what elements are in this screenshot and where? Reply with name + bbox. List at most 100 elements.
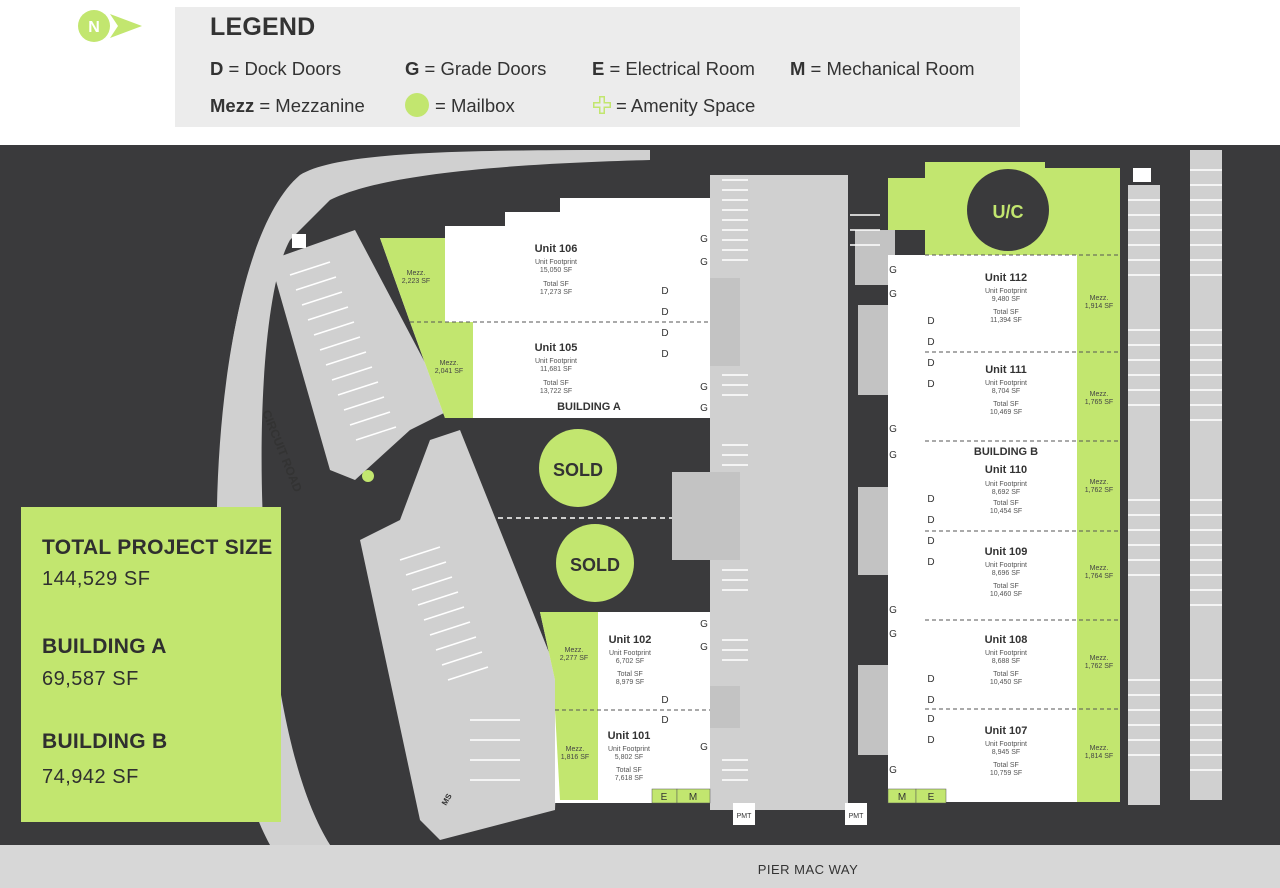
mailbox-icon: [362, 470, 374, 482]
svg-text:G: G: [700, 403, 708, 414]
svg-text:Total SF: Total SF: [993, 309, 1019, 316]
svg-text:1,816 SF: 1,816 SF: [561, 754, 589, 761]
svg-text:G: G: [700, 257, 708, 268]
svg-text:Unit Footprint: Unit Footprint: [985, 481, 1027, 488]
mechanical-room-b: M: [898, 792, 906, 803]
svg-text:10,454 SF: 10,454 SF: [990, 508, 1022, 515]
legend-mechanical-room: M = Mechanical Room: [790, 58, 975, 79]
building-a-size-label: BUILDING A: [42, 635, 167, 658]
sold-badge-2: [556, 524, 634, 602]
svg-text:G: G: [700, 234, 708, 245]
svg-text:D: D: [927, 735, 934, 746]
svg-text:Total SF: Total SF: [543, 380, 569, 387]
north-arrow-icon: N: [78, 10, 142, 42]
pier-mac-way-label: PIER MAC WAY: [758, 862, 859, 877]
svg-text:G: G: [700, 382, 708, 393]
svg-text:G: G: [700, 742, 708, 753]
svg-text:Unit Footprint: Unit Footprint: [609, 650, 651, 657]
svg-text:G: G: [700, 619, 708, 630]
east-parking-row: [1190, 150, 1222, 800]
svg-text:1,762 SF: 1,762 SF: [1085, 663, 1113, 670]
svg-text:D: D: [927, 358, 934, 369]
svg-text:D: D: [927, 379, 934, 390]
electrical-room-a: E: [661, 792, 668, 803]
svg-text:D: D: [927, 557, 934, 568]
svg-text:D: D: [661, 328, 668, 339]
unit-102-mezzanine: [540, 612, 598, 710]
sold-label-2: SOLD: [570, 555, 620, 575]
svg-text:Total SF: Total SF: [993, 500, 1019, 507]
svg-text:11,681 SF: 11,681 SF: [540, 366, 572, 373]
svg-text:1,765 SF: 1,765 SF: [1085, 399, 1113, 406]
svg-text:11,394 SF: 11,394 SF: [990, 317, 1022, 324]
legend-mezzanine: Mezz = Mezzanine: [210, 95, 365, 116]
mechanical-room-a: M: [689, 792, 697, 803]
svg-text:G: G: [889, 450, 897, 461]
pmt-label-a: PMT: [737, 813, 753, 820]
svg-text:Total SF: Total SF: [993, 762, 1019, 769]
svg-text:D: D: [927, 536, 934, 547]
svg-text:10,469 SF: 10,469 SF: [990, 409, 1022, 416]
building-b-mezzanines: [1077, 255, 1120, 802]
svg-text:Unit Footprint: Unit Footprint: [535, 259, 577, 266]
svg-text:Mezz.: Mezz.: [1090, 655, 1109, 662]
svg-text:2,041 SF: 2,041 SF: [435, 368, 463, 375]
svg-text:D: D: [661, 286, 668, 297]
svg-text:1,762 SF: 1,762 SF: [1085, 487, 1113, 494]
legend-amenity-space: = Amenity Space: [592, 95, 755, 117]
svg-text:D: D: [661, 695, 668, 706]
pier-mac-way-road: [0, 845, 1280, 888]
unit-101-name: Unit 101: [608, 730, 651, 742]
svg-text:Unit 110: Unit 110: [985, 464, 1027, 476]
unit-105-footprint: [410, 322, 710, 418]
svg-text:Unit Footprint: Unit Footprint: [985, 562, 1027, 569]
svg-text:Mezz.: Mezz.: [1090, 745, 1109, 752]
svg-text:Total SF: Total SF: [617, 671, 643, 678]
svg-text:Unit 107: Unit 107: [985, 725, 1028, 737]
parking-stalls-right: [1128, 169, 1222, 771]
svg-text:D: D: [927, 674, 934, 685]
svg-text:Mezz.: Mezz.: [565, 647, 584, 654]
svg-text:Mezz.: Mezz.: [1090, 565, 1109, 572]
svg-text:1,814 SF: 1,814 SF: [1085, 753, 1113, 760]
building-b-units: Unit 112 Unit Footprint 9,480 SF Total S…: [985, 272, 1114, 777]
svg-text:G: G: [889, 765, 897, 776]
svg-text:G: G: [889, 289, 897, 300]
svg-text:Total SF: Total SF: [993, 401, 1019, 408]
unit-101-mezzanine: [555, 710, 598, 800]
parking-lot-south: [360, 430, 560, 840]
building-b-doors: G G D D D D G G D D D D G G D D D D G: [889, 265, 935, 776]
building-b-label: BUILDING B: [974, 446, 1038, 458]
svg-text:D: D: [927, 515, 934, 526]
svg-text:10,460 SF: 10,460 SF: [990, 591, 1022, 598]
svg-text:D: D: [661, 715, 668, 726]
pmt-label-b: PMT: [849, 813, 865, 820]
unit-106-footprint: [380, 198, 710, 322]
svg-text:1,764 SF: 1,764 SF: [1085, 573, 1113, 580]
legend-title: LEGEND: [210, 13, 316, 41]
svg-text:8,979 SF: 8,979 SF: [616, 679, 644, 686]
svg-text:D: D: [927, 337, 934, 348]
svg-text:Unit Footprint: Unit Footprint: [985, 741, 1027, 748]
building-a-label: BUILDING A: [557, 401, 621, 413]
svg-text:D: D: [661, 349, 668, 360]
svg-text:Mezz.: Mezz.: [407, 270, 426, 277]
parking-lot-north: [270, 230, 450, 480]
building-b-size-value: 74,942 SF: [42, 766, 139, 788]
svg-text:G: G: [889, 424, 897, 435]
svg-text:1,914 SF: 1,914 SF: [1085, 303, 1113, 310]
sold-badge-1: [539, 429, 617, 507]
svg-text:Total SF: Total SF: [543, 281, 569, 288]
svg-text:2,277 SF: 2,277 SF: [560, 655, 588, 662]
svg-text:7,618 SF: 7,618 SF: [615, 775, 643, 782]
legend-dock-doors: D = Dock Doors: [210, 58, 342, 79]
svg-text:2,223 SF: 2,223 SF: [402, 278, 430, 285]
svg-text:8,692 SF: 8,692 SF: [992, 489, 1020, 496]
svg-text:Total SF: Total SF: [993, 671, 1019, 678]
svg-text:6,702 SF: 6,702 SF: [616, 658, 644, 665]
svg-text:D: D: [927, 316, 934, 327]
svg-text:10,450 SF: 10,450 SF: [990, 679, 1022, 686]
svg-text:G: G: [889, 605, 897, 616]
total-project-size-label: TOTAL PROJECT SIZE: [42, 536, 273, 559]
